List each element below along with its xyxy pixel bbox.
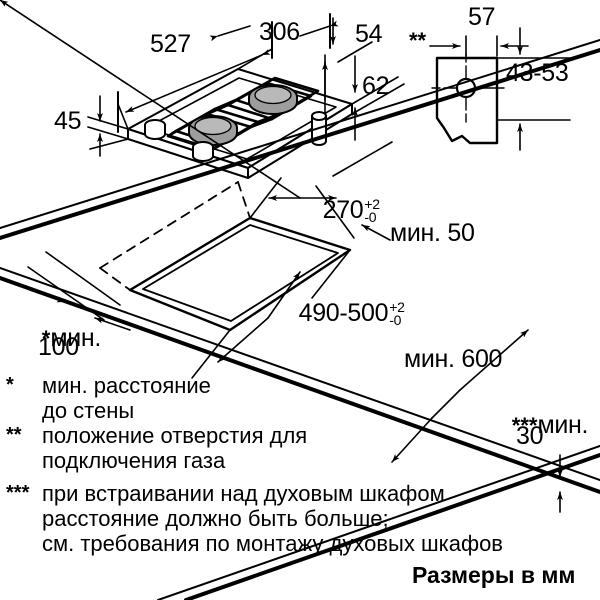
- label-bracket-star: **: [409, 28, 427, 53]
- label-min-100: *мин.: [24, 308, 102, 370]
- dim-490-500: [191, 249, 351, 379]
- legend-mark-3: ***: [6, 482, 30, 504]
- label-min-100-value: 100: [38, 333, 79, 361]
- legend-line-2-1: положение отверстия для: [42, 423, 308, 448]
- bracket-detail: [429, 27, 571, 151]
- legend-line-1-1: мин. расстояние: [42, 373, 211, 398]
- dim-270: [0, 0, 355, 239]
- legend-line-2-2: подключения газа: [42, 448, 226, 473]
- legend-line-3-3: см. требования по монтажу духовых шкафов: [42, 531, 503, 556]
- label-min-30-value: 30: [516, 422, 544, 450]
- label-min-50: мин. 50: [390, 219, 475, 247]
- dim-54: [322, 17, 399, 113]
- legend-line-1-2: до стены: [42, 398, 135, 423]
- label-min-30: ***мин.: [494, 395, 589, 457]
- label-490-500: 490-500+2-0: [272, 273, 405, 355]
- min-100-star: *: [41, 326, 51, 352]
- dim-62: [332, 55, 405, 177]
- burner-front: [188, 115, 238, 146]
- label-527: 527: [150, 30, 191, 58]
- label-43-53: 43-53: [506, 59, 569, 87]
- legend-mark-2: **: [6, 424, 22, 446]
- min-100-text: мин.: [50, 324, 102, 353]
- units-note: Размеры в мм: [412, 562, 576, 588]
- label-57: 57: [468, 3, 496, 31]
- dim-45: [87, 95, 129, 157]
- legend-line-3-2: расстояние должно быть больше;: [42, 506, 389, 531]
- dim-min-600: [391, 329, 529, 463]
- min-30-star: ***: [511, 413, 538, 439]
- label-490-500-value: 490-500: [298, 299, 389, 327]
- label-62: 62: [362, 72, 390, 100]
- label-54: 54: [355, 20, 383, 48]
- label-306: 306: [259, 18, 300, 46]
- tolerance-490-500: +2-0: [389, 299, 405, 329]
- label-min-600: мин. 600: [404, 345, 503, 373]
- min-30-text: мин.: [537, 411, 589, 440]
- legend-mark-1: *: [6, 374, 14, 396]
- label-270: 270+2-0: [296, 170, 380, 252]
- label-270-value: 270: [322, 196, 364, 224]
- countertop: [0, 39, 600, 600]
- label-45: 45: [54, 107, 82, 135]
- tolerance-270: +2-0: [364, 196, 380, 226]
- dim-min-100: [27, 251, 131, 331]
- leader-min-50: [361, 224, 391, 241]
- legend-line-3-1: при встраивании над духовым шкафом: [42, 481, 445, 506]
- burner-rear: [248, 84, 298, 115]
